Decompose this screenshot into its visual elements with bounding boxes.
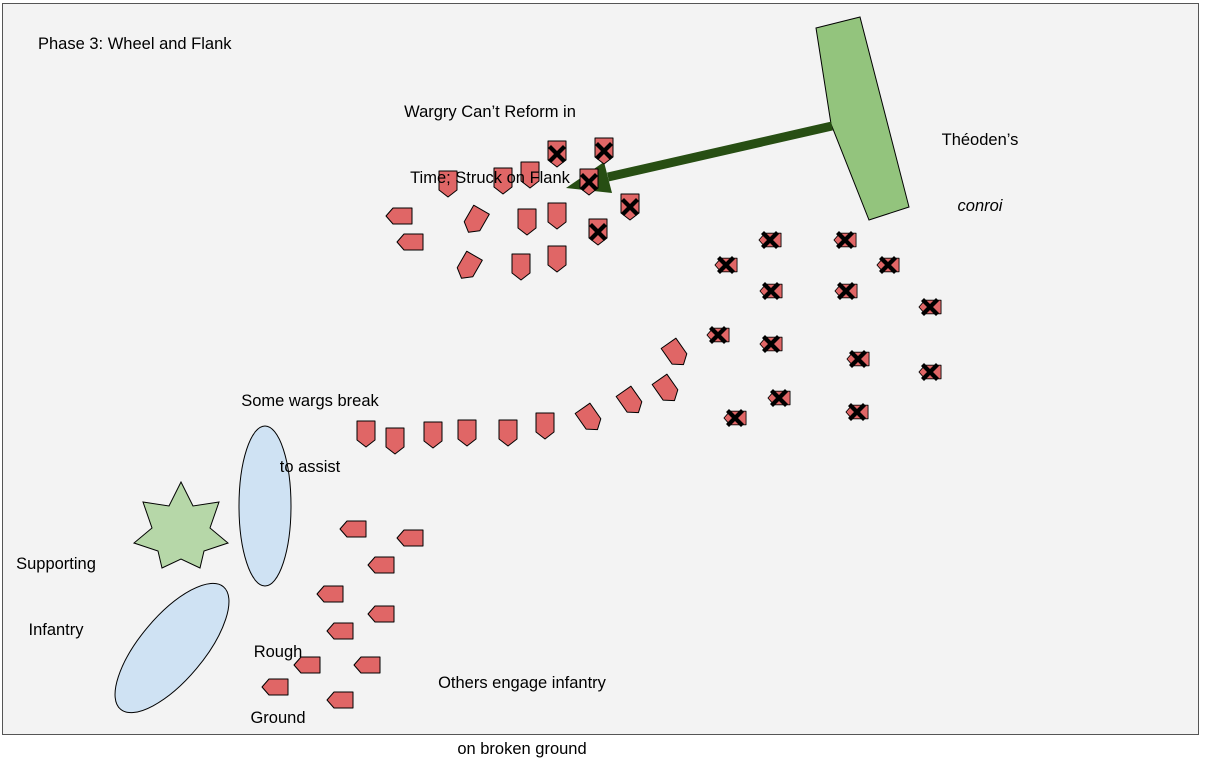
rough-ground-ellipse-lower — [114, 582, 230, 714]
rough-label-line1: Rough — [253, 643, 303, 661]
engaging-warg-token — [353, 656, 381, 674]
breaking-warg-token — [651, 373, 683, 407]
fallen-warg-token — [714, 256, 738, 274]
wargry-token — [517, 208, 537, 236]
fallen-warg-token — [845, 403, 869, 421]
break-label-line1: Some wargs break — [241, 392, 379, 410]
wargry-label: Wargry Can’t Reform in Time; Struck on F… — [360, 57, 620, 211]
engaging-warg-token — [367, 605, 395, 623]
fallen-warg-token — [723, 409, 747, 427]
breaking-warg-token — [615, 385, 647, 419]
wargry-token — [453, 250, 483, 284]
wargry-label-line2: Time; Struck on Flank — [410, 169, 570, 187]
break-label: Some wargs break to assist — [210, 346, 410, 500]
engaging-warg-token — [316, 585, 344, 603]
fallen-warg-token — [833, 231, 857, 249]
rough-ground-ellipse-upper — [238, 425, 292, 587]
wargry-token — [511, 253, 531, 281]
theoden-conroi — [815, 16, 910, 221]
fallen-warg-token — [706, 326, 730, 344]
theoden-label-line2: conroi — [957, 197, 1003, 215]
fallen-warg-token — [588, 218, 608, 246]
engaging-warg-token — [367, 556, 395, 574]
fallen-warg-token — [758, 231, 782, 249]
fallen-warg-token — [767, 389, 791, 407]
engage-label-line1: Others engage infantry — [438, 674, 606, 692]
breaking-warg-token — [574, 402, 606, 436]
breaking-warg-token — [423, 421, 443, 449]
infantry-label: Supporting Infantry — [2, 509, 110, 663]
infantry-label-line1: Supporting — [16, 555, 96, 573]
engaging-warg-token — [339, 520, 367, 538]
breaking-warg-token — [660, 337, 692, 371]
fallen-warg-token — [846, 350, 870, 368]
engage-label: Others engage infantry on broken ground — [412, 628, 632, 782]
wargry-label-line1: Wargry Can’t Reform in — [404, 103, 576, 121]
fallen-warg-token — [759, 335, 783, 353]
wargry-token — [396, 233, 424, 251]
rough-label-line2: Ground — [250, 709, 306, 727]
breaking-warg-token — [498, 419, 518, 447]
theoden-label: Théoden’s conroi — [920, 85, 1040, 239]
supporting-infantry-star — [132, 480, 230, 569]
breaking-warg-token — [457, 419, 477, 447]
fallen-warg-token — [876, 256, 900, 274]
fallen-warg-token — [834, 282, 858, 300]
engaging-warg-token — [396, 529, 424, 547]
infantry-label-line2: Infantry — [28, 621, 84, 639]
wargry-token — [547, 245, 567, 273]
engaging-warg-token — [326, 622, 354, 640]
fallen-warg-token — [759, 282, 783, 300]
engaging-warg-token — [326, 691, 354, 709]
battle-diagram — [114, 16, 942, 714]
theoden-label-line1: Théoden’s — [941, 131, 1019, 149]
break-label-line2: to assist — [279, 458, 341, 476]
engage-label-line2: on broken ground — [457, 740, 587, 758]
breaking-warg-token — [535, 412, 555, 440]
fallen-warg-token — [918, 363, 942, 381]
diagram-title: Phase 3: Wheel and Flank — [38, 35, 232, 53]
rough-ground-label: Rough Ground — [240, 597, 316, 751]
fallen-warg-token — [620, 193, 640, 221]
fallen-warg-token — [918, 298, 942, 316]
